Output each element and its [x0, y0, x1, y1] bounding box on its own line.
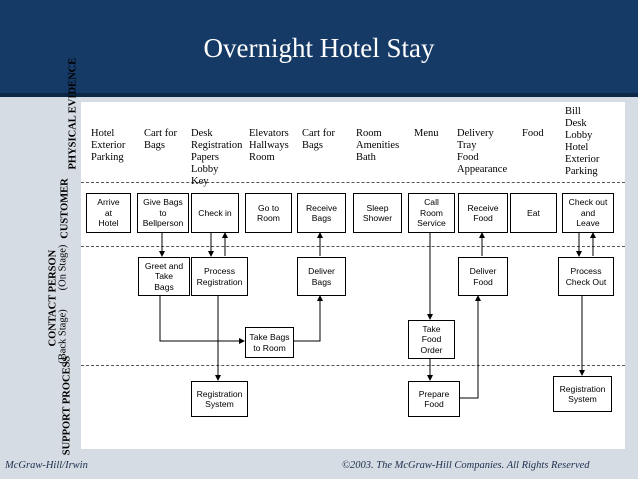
backstage-take-order-box: Take Food Order [408, 320, 455, 359]
support-registration-system-2-box: Registration System [553, 376, 612, 412]
arrow-prepare-deliverfood [459, 295, 481, 399]
customer-receive-bags-box: Receive Bags [297, 193, 346, 233]
customer-arrive-box: Arrive at Hotel [86, 193, 131, 233]
evidence-check-in: Desk Registration Papers Lobby Key [191, 128, 243, 187]
line-of-interaction [81, 182, 625, 183]
customer-sleep-box: Sleep Shower [353, 193, 402, 233]
customer-go-to-room-box: Go to Room [245, 193, 292, 233]
evidence-receive-bags: Cart for Bags [302, 128, 335, 151]
customer-call-box: Call Room Service [408, 193, 455, 233]
title-bar-edge [0, 93, 638, 97]
evidence-call: Menu [414, 128, 439, 139]
customer-check-out-box: Check out and Leave [562, 193, 614, 233]
arrow-takebags-deliverbags [293, 295, 323, 342]
onstage-process-registration-box: Process Registration [191, 257, 248, 296]
onstage-greet-box: Greet and Take Bags [138, 257, 190, 296]
title-bar: Overnight Hotel Stay [0, 0, 638, 93]
evidence-eat: Food [522, 128, 544, 139]
footer-right: ©2003. The McGraw-Hill Companies. All Ri… [342, 460, 590, 471]
slide-title: Overnight Hotel Stay [203, 33, 435, 63]
evidence-check-out: Bill Desk Lobby Hotel Exterior Parking [565, 106, 600, 177]
backstage-take-bags-box: Take Bags to Room [245, 327, 294, 358]
line-of-internal-interaction [81, 365, 625, 366]
footer-left: McGraw-Hill/Irwin [5, 460, 88, 471]
customer-receive-food-box: Receive Food [458, 193, 508, 233]
evidence-arrive: Hotel Exterior Parking [91, 128, 126, 163]
onstage-deliver-food-box: Deliver Food [458, 257, 508, 296]
onstage-process-checkout-box: Process Check Out [558, 257, 614, 296]
support-registration-system-1-box: Registration System [191, 381, 248, 417]
customer-check-in-box: Check in [191, 193, 239, 233]
line-of-visibility [81, 246, 625, 247]
evidence-receive-food: Delivery Tray Food Appearance [457, 128, 508, 175]
support-prepare-food-box: Prepare Food [408, 381, 460, 417]
customer-eat-box: Eat [510, 193, 557, 233]
customer-give-bags-box: Give Bags to Bellperson [137, 193, 189, 233]
evidence-go-to-room: Elevators Hallways Room [249, 128, 289, 163]
arrow-greet-takebags [159, 295, 245, 344]
evidence-sleep: Room Amenities Bath [356, 128, 400, 163]
evidence-give-bags: Cart for Bags [144, 128, 177, 151]
